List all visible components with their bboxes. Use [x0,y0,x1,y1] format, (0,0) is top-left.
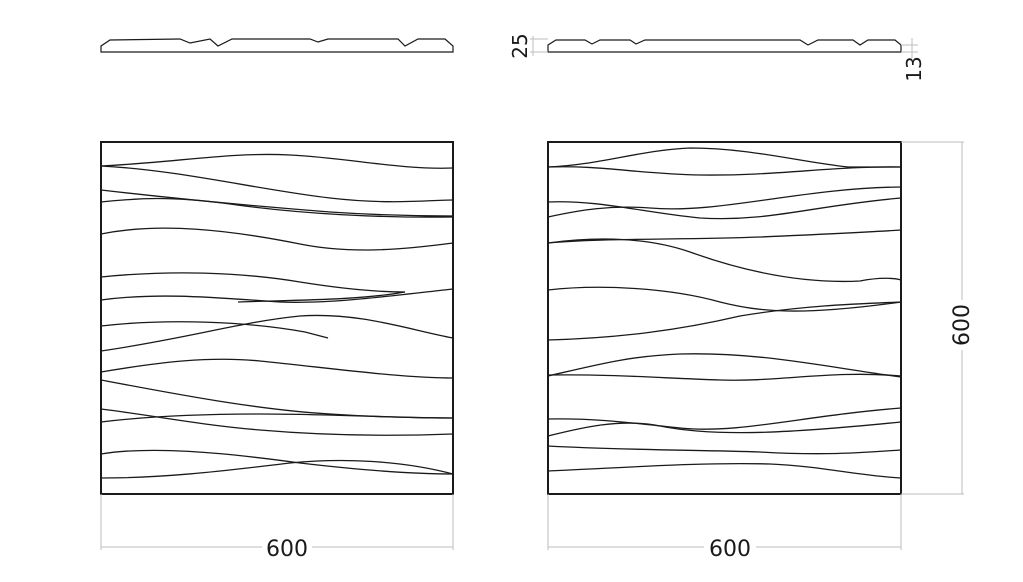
right-wave-line [547,238,902,283]
right-wave-line [547,286,902,312]
left-wave-line [100,197,454,218]
left-wave-line [100,153,454,169]
left-wave-line [100,358,454,379]
right-width-label: 600 [709,537,751,562]
right-panel-waves [547,147,902,479]
left-wave-line [100,408,454,436]
left-panel-waves [100,153,454,479]
right-wave-line [547,197,902,220]
thickness-13-label: 13 [902,56,926,81]
right-wave-line [547,353,902,378]
left-wave-line [100,227,454,251]
right-wave-line [547,301,902,341]
left-wave-line [100,288,454,303]
left-wave-line [100,314,454,352]
right-panel: 600 600 [547,141,975,562]
right-wave-line [547,445,902,455]
left-wave-line [100,449,454,475]
left-wave-line [100,413,454,423]
left-wave-line [100,272,406,293]
left-wave-line [100,165,454,203]
left-profile-body [100,38,454,53]
left-wave-line [100,321,329,339]
right-side-profile: 25 13 [508,33,926,81]
right-wave-line [547,421,902,437]
right-profile-body [547,39,902,53]
left-width-label: 600 [266,537,308,562]
left-wave-line [100,459,454,479]
right-wave-line [547,166,902,176]
left-side-profile [100,38,454,53]
right-wave-line [547,147,901,168]
thickness-25-label: 25 [508,33,532,58]
right-wave-line [547,462,902,479]
left-wave-line [100,189,454,217]
right-panel-outline [547,141,902,495]
right-height-label: 600 [950,304,975,346]
right-wave-line [547,229,902,244]
right-wave-line [547,373,902,381]
left-panel-outline [100,141,454,495]
right-wave-line [547,407,902,430]
right-wave-line [547,186,902,218]
left-wave-line [237,291,406,303]
left-panel: 600 [100,141,454,562]
